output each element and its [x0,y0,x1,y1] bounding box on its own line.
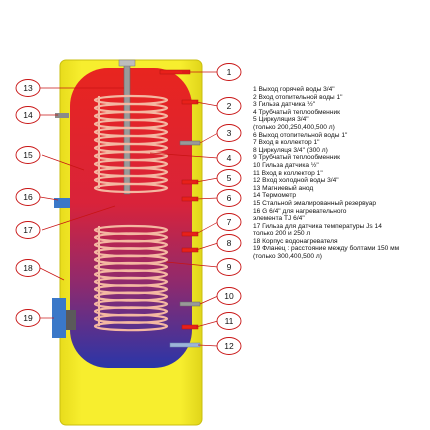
legend-line: элемента TJ 6/4" [253,215,305,223]
lower-tube-heat-exchanger [93,224,169,332]
callout-number: 1 [227,67,232,77]
callout-circle [216,312,242,330]
callout-number: 17 [23,225,33,235]
circulation-pipe [181,179,199,185]
callout-circle [216,189,242,207]
thermometer [55,113,69,118]
legend-line: 18 Корпус водонагревателя [253,237,338,245]
coil-turn [93,182,169,194]
callout-number: 19 [23,313,33,323]
callout-number: 13 [23,83,33,93]
callout-circle [216,258,242,276]
heating-water-outlet-pipe [181,196,199,202]
sensor-sleeve-upper [179,140,201,146]
callout-circle [216,63,242,81]
callout-circle [216,169,242,187]
legend-line: 9 Трубчатый теплообменник [253,154,341,162]
collector-inlet-pipe [181,231,199,237]
legend-line: 19 Фланец : расстояние между болтами 150… [253,245,400,253]
callout-circle [15,188,41,206]
callout-number: 3 [227,128,232,138]
heating-element-port [54,198,70,208]
callout-number: 6 [227,193,232,203]
callout-circle [216,149,242,167]
callout-circle [15,221,41,239]
flange-plate [66,310,76,330]
callout-number: 12 [224,341,234,351]
callout-number: 8 [227,238,232,248]
callout-circle [15,146,41,164]
legend-line: 17 Гильза для датчика температуры Js 14 [253,222,382,230]
callout-number: 15 [23,150,33,160]
callout-number: 11 [225,316,234,326]
legend-line: 13 Магниевый анод [253,184,314,192]
pipe-connections [159,69,201,348]
callout-circle [216,337,242,355]
legend-line: 1 Выход горячей воды 3/4" [253,86,335,93]
collector-inlet-pipe-2 [181,324,199,330]
legend-line: только 200 и 250 л [253,230,311,238]
callout-number: 7 [227,217,232,227]
legend-line: 6 Выход отопительной воды 1" [253,131,348,139]
callout-number: 5 [227,173,232,183]
legend-line: 8 Циркуляця 3/4" (300 л) [253,146,328,154]
callout-circle [15,259,41,277]
legend-line: 2 Вход отопительной воды 1" [253,93,343,101]
callout-circle [15,106,41,124]
legend-line: 14 Термометр [253,192,297,200]
legend-line: 7 Вход в коллектор 1" [253,139,320,147]
cold-water-inlet-pipe [169,342,201,348]
leader-lines [39,71,219,347]
upper-tube-heat-exchanger [93,94,169,194]
callout-circle [216,97,242,115]
legend: 1 Выход горячей воды 3/4"2 Вход отопител… [253,86,429,261]
heating-water-inlet-pipe [181,99,199,105]
callout-circle [216,234,242,252]
legend-line: 10 Гильза датчика ½" [253,161,319,169]
anode-cap [118,59,136,67]
sensor-sleeve-lower [179,301,201,307]
callout-number: 2 [227,101,232,111]
legend-line: 5 Циркуляция 3/4" [253,116,309,124]
callout-circle [216,213,242,231]
circulation-pipe-300 [181,247,199,253]
callout-number: 9 [227,262,232,272]
flange [52,298,66,338]
legend-line: 15 Стальной эмалированный резервуар [253,199,377,207]
legend-line: 16 G 6/4" для нагревательного [253,207,347,215]
callout-number: 10 [224,291,234,301]
legend-line: 4 Трубчатый теплообменник [253,108,341,116]
legend-line: (только 200,250,400,500 л) [253,123,335,131]
callout-circle [15,309,41,327]
legend-line: 11 Вход в коллектор 1" [253,169,323,177]
callout-number: 14 [23,110,33,120]
callout-number: 18 [23,263,33,273]
callout-circle [216,287,242,305]
callout-circle [216,124,242,142]
callout-number: 4 [227,153,232,163]
callout-circle [15,79,41,97]
legend-line: 3 Гильза датчика ½" [253,101,316,109]
callout-number: 16 [23,192,33,202]
legend-line: (только 300,400,500 л) [253,253,322,261]
coil-turn [93,321,169,332]
legend-line: 12 Вход холодной воды 3/4" [253,177,339,185]
